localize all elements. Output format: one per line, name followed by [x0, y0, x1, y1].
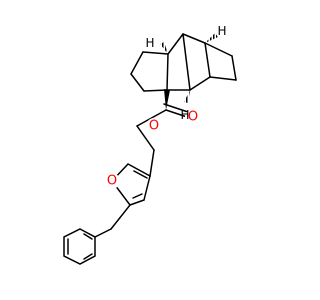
hashed-bonds — [160, 33, 218, 103]
carbonyl-oxygen-label: O — [188, 110, 198, 125]
carbonyl-oxygen-atom: O — [185, 109, 201, 125]
stereo-hydrogen-label: H — [145, 36, 154, 50]
furan-oxygen-label: O — [107, 174, 117, 189]
ester-oxygen-atom: O — [146, 118, 162, 134]
furan-oxygen-atom: O — [104, 173, 120, 189]
wedge-bond — [164, 89, 170, 110]
stereo-hydrogen-label: H — [217, 24, 226, 38]
cyclopentane-ring — [130, 51, 169, 92]
ester-oxygen-label: O — [149, 119, 159, 134]
benzyl-linker — [94, 204, 131, 238]
benzene-ring — [63, 228, 96, 265]
stereo-hydrogen-label: H — [180, 108, 189, 122]
bicyclic-framework — [166, 33, 237, 91]
ester-linker — [136, 125, 155, 177]
molecule-structure: O O O H H H — [63, 24, 237, 265]
